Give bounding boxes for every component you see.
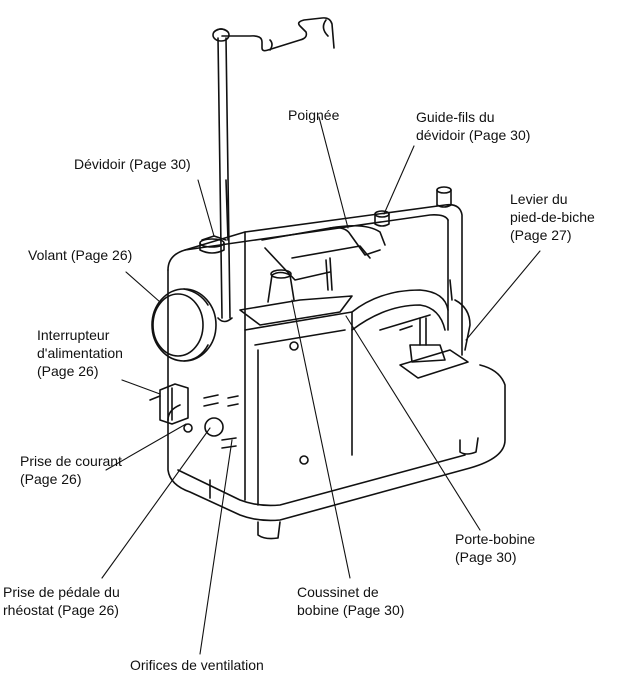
leader-guide-fils [383, 145, 415, 215]
bobbin-winder-post [212, 28, 233, 323]
label-levier: Levier du pied-de-biche (Page 27) [510, 191, 595, 243]
label-poignee: Poignée [288, 107, 340, 123]
top-handle [261, 224, 386, 281]
label-prise-courant: Prise de courant (Page 26) [20, 453, 122, 487]
spool-stand [239, 257, 353, 326]
label-volant: Volant (Page 26) [28, 247, 133, 263]
leader-coussinet [291, 299, 351, 579]
leader-prise-courant [105, 423, 187, 471]
label-devidoir: Dévidoir (Page 30) [74, 156, 191, 172]
leader-lines [101, 116, 541, 655]
leader-devidoir [197, 179, 215, 237]
spool-pin-top [374, 186, 452, 227]
label-porte-bobine: Porte-bobine (Page 30) [455, 531, 536, 565]
power-switch-area [149, 341, 309, 465]
label-coussinet: Coussinet de bobine (Page 30) [297, 584, 405, 618]
leader-interrupteur [121, 379, 161, 395]
foot-front [257, 521, 281, 540]
presser-foot-area [399, 279, 471, 379]
label-guide-fils: Guide-fils du dévidoir (Page 30) [416, 109, 531, 143]
label-orifices: Orifices de ventilation [130, 657, 264, 673]
leader-prise-pedale [101, 427, 211, 579]
thread-guide-wire [221, 17, 335, 52]
handwheel [151, 288, 217, 362]
leader-porte-bobine [345, 315, 481, 531]
machine-body [167, 203, 463, 506]
label-prise-pedale: Prise de pédale du rhéostat (Page 26) [3, 584, 120, 618]
leader-poignee [318, 116, 349, 229]
label-interrupteur: Interrupteur d'alimentation (Page 26) [37, 327, 123, 379]
foot-right [459, 437, 479, 455]
leader-levier [465, 250, 541, 341]
leader-volant [125, 271, 161, 303]
leader-orifices [199, 439, 233, 655]
